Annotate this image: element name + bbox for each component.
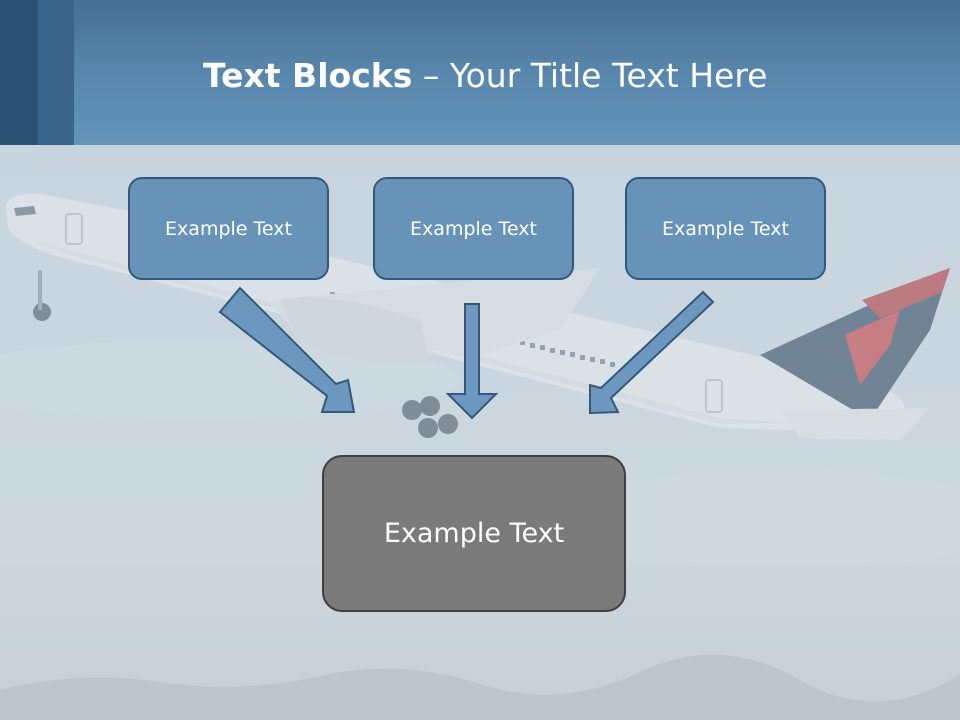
result-block-label: Example Text bbox=[383, 518, 565, 549]
slide-title[interactable]: Text Blocks – Your Title Text Here bbox=[203, 54, 767, 98]
slide-title-bold: Text Blocks bbox=[203, 56, 413, 95]
text-block-2[interactable]: Example Text bbox=[373, 177, 574, 280]
text-block-3-label: Example Text bbox=[662, 217, 789, 240]
header-accent-dark bbox=[0, 0, 38, 145]
text-block-3[interactable]: Example Text bbox=[625, 177, 826, 280]
result-block[interactable]: Example Text bbox=[322, 455, 626, 612]
text-block-2-label: Example Text bbox=[410, 217, 537, 240]
text-block-1-label: Example Text bbox=[165, 217, 292, 240]
header-accent-mid bbox=[38, 0, 74, 145]
header-band bbox=[0, 0, 960, 145]
text-block-1[interactable]: Example Text bbox=[128, 177, 329, 280]
slide-title-rest: – Your Title Text Here bbox=[412, 56, 768, 95]
